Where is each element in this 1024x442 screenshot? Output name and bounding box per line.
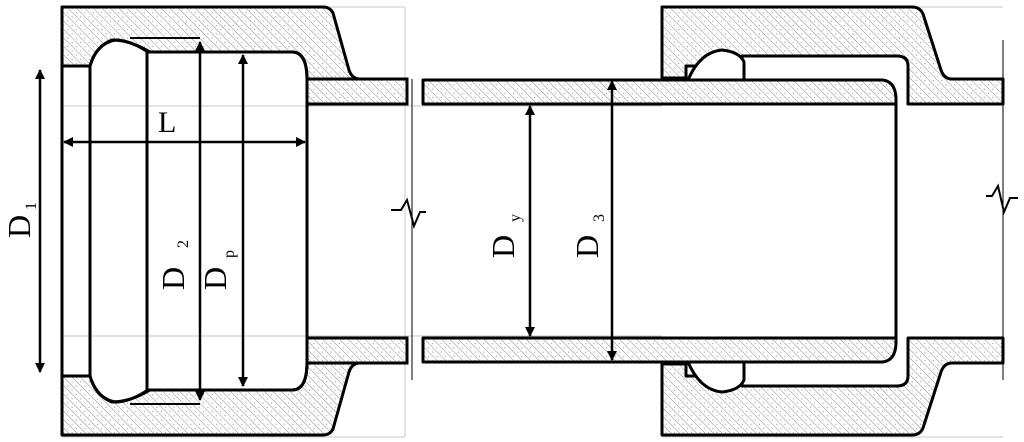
right-socket-top-wall	[660, 5, 1005, 106]
left-pipe-top-wall	[305, 77, 409, 106]
rubber-ring-bottom	[685, 360, 746, 394]
label-d3: D	[569, 235, 605, 258]
frame-lines	[62, 6, 1003, 438]
right-pipe-bottom-wall	[421, 336, 898, 364]
label-dy: D	[485, 235, 521, 258]
rubber-ring-top	[685, 48, 746, 82]
right-break-symbol	[986, 183, 1018, 216]
label-d2-sub: 2	[175, 240, 192, 248]
label-d3-sub: 3	[591, 214, 608, 222]
left-pipe-bottom-wall	[305, 336, 409, 365]
label-l: L	[158, 106, 176, 139]
label-d1: D	[1, 215, 37, 238]
left-socket-inner-outline	[88, 38, 309, 404]
label-d1-sub: 1	[23, 202, 40, 210]
label-dy-sub: y	[507, 214, 524, 222]
label-d2: D	[155, 267, 191, 290]
right-socket-bottom-wall	[660, 336, 1005, 437]
dimension-lines	[35, 41, 617, 401]
right-pipe-top-wall	[421, 78, 898, 106]
label-dp-sub: p	[221, 250, 238, 258]
left-break-symbol	[391, 197, 426, 230]
label-dp: D	[197, 267, 233, 290]
